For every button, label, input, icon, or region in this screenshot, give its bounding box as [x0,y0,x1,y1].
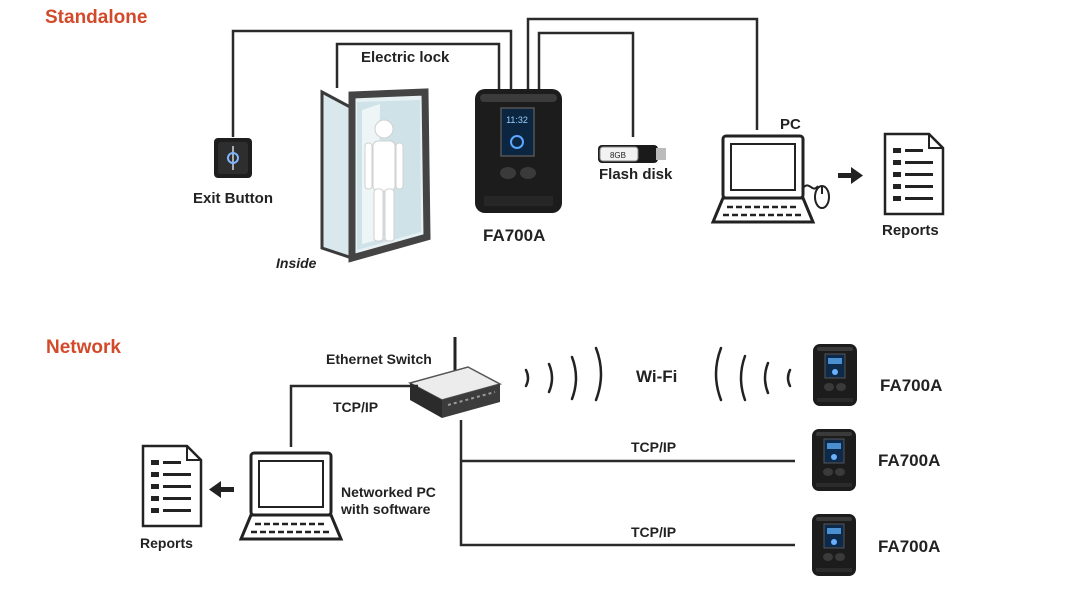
label-inside: Inside [276,255,317,271]
label-exit-button: Exit Button [193,190,273,207]
label-fa700a-2: FA700A [878,451,941,470]
wifi-waves-icon [524,346,792,402]
fa700a-terminal-1 [812,343,858,407]
label-networked-pc-line2: with software [341,501,431,517]
label-fa700a-main: FA700A [483,226,546,245]
wire-exit-button [231,29,513,137]
label-flash-disk: Flash disk [599,166,673,183]
section-network: Network [46,337,121,358]
wire-switch-pc [289,384,418,447]
mouse-icon [802,184,830,209]
wire-switch-devices [459,420,795,547]
label-fa700a-1: FA700A [880,376,943,395]
label-fa700a-3: FA700A [878,537,941,556]
label-pc: PC [780,116,801,133]
label-electric-lock: Electric lock [361,49,450,66]
label-wifi: Wi-Fi [636,367,678,386]
section-standalone: Standalone [45,7,148,28]
label-tcpip-bottom: TCP/IP [631,524,677,540]
svg-text:8GB: 8GB [610,151,626,160]
door-icon [320,88,431,263]
label-tcpip-switch: TCP/IP [333,399,379,415]
wire-pc [526,17,759,130]
usb-flash-drive-icon: 8GB [598,145,666,163]
label-reports-network: Reports [140,535,193,551]
exit-button-icon [214,138,252,178]
fa700a-terminal-3 [811,513,857,577]
fa700a-terminal-icon: 11:32 [475,89,562,213]
networked-pc-icon [239,451,343,541]
fa700a-terminal-2 [811,428,857,492]
network-document-icon [141,444,203,528]
label-ethernet-switch: Ethernet Switch [326,351,432,367]
wire-flash-disk [537,31,635,137]
standalone-wires [231,17,759,137]
svg-text:11:32: 11:32 [506,115,528,125]
label-networked-pc: Networked PC with software [341,484,436,518]
label-tcpip-mid: TCP/IP [631,439,677,455]
wire-electric-lock [335,42,501,90]
laptop-icon [711,134,815,224]
document-icon [883,132,945,216]
label-networked-pc-line1: Networked PC [341,484,436,500]
label-reports-standalone: Reports [882,222,939,239]
network-wires [289,384,795,547]
arrow-left [209,481,234,498]
router-icon [407,337,503,418]
arrow-right [838,167,863,184]
